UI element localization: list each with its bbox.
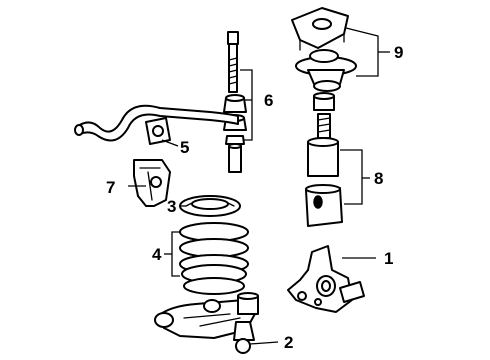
strut-bumper bbox=[313, 92, 335, 111]
strut-mount-bearing bbox=[295, 49, 357, 92]
lower-ball-joint bbox=[233, 321, 255, 354]
coil-spring bbox=[179, 222, 249, 295]
stabilizer-link-spacer bbox=[228, 143, 242, 173]
callout-7: 7 bbox=[106, 178, 115, 197]
stabilizer-link-bolt bbox=[227, 31, 239, 93]
strut-upper-mount-plate bbox=[291, 7, 349, 51]
callout-9: 9 bbox=[394, 43, 403, 62]
callout-4: 4 bbox=[152, 245, 162, 264]
stabilizer-bar-bushing bbox=[145, 117, 171, 145]
callout-5: 5 bbox=[180, 138, 189, 157]
callout-6: 6 bbox=[264, 91, 273, 110]
stabilizer-bar bbox=[74, 104, 239, 142]
strut-lower-body bbox=[305, 184, 343, 227]
stabilizer-bushing-bracket bbox=[133, 159, 171, 207]
leader-lines bbox=[128, 27, 390, 345]
spring-insulator bbox=[179, 195, 241, 217]
callout-3: 3 bbox=[167, 197, 176, 216]
lower-control-arm bbox=[154, 299, 257, 339]
callout-8: 8 bbox=[374, 169, 383, 188]
control-arm-bushing bbox=[237, 292, 259, 315]
strut-piston-rod bbox=[317, 113, 331, 139]
steering-knuckle bbox=[287, 245, 365, 313]
strut-upper-body bbox=[307, 137, 339, 177]
callout-2: 2 bbox=[284, 333, 293, 352]
callout-1: 1 bbox=[384, 249, 393, 268]
